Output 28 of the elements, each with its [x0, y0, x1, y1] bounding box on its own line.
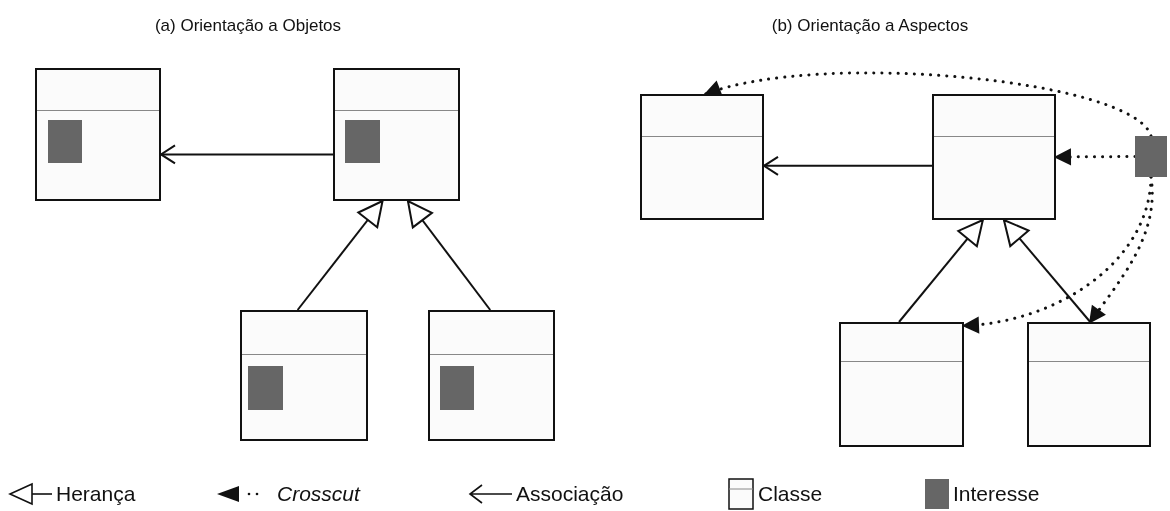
interest-square	[1135, 136, 1167, 177]
inheritance-arrow	[296, 200, 384, 311]
inheritance-arrow	[1002, 219, 1092, 323]
class-box	[839, 322, 964, 447]
inheritance-arrow	[898, 219, 984, 323]
legend-label: Associação	[516, 482, 624, 506]
association-arrow	[160, 144, 334, 165]
class-box	[240, 310, 368, 441]
interest-square	[345, 120, 380, 163]
class-box	[333, 68, 460, 201]
interest-square	[248, 366, 283, 410]
legend-label: Classe	[758, 482, 823, 506]
interest-square	[48, 120, 82, 163]
legend-label: Interesse	[953, 482, 1040, 506]
class-box	[640, 94, 764, 220]
class-box	[1027, 322, 1151, 447]
class-box	[35, 68, 161, 201]
association-arrow	[763, 155, 933, 176]
inheritance-arrow	[406, 200, 492, 311]
panel-title: (a) Orientação a Objetos	[154, 16, 342, 36]
legend-label: Herança	[56, 482, 136, 506]
class-box	[932, 94, 1056, 220]
interest-square	[440, 366, 474, 410]
crosscut-arrow	[1088, 175, 1154, 324]
legend-label: Crosscut	[277, 482, 360, 506]
class-box	[428, 310, 555, 441]
panel-title: (b) Orientação a Aspectos	[771, 16, 969, 36]
crosscut-arrow	[704, 71, 1153, 138]
